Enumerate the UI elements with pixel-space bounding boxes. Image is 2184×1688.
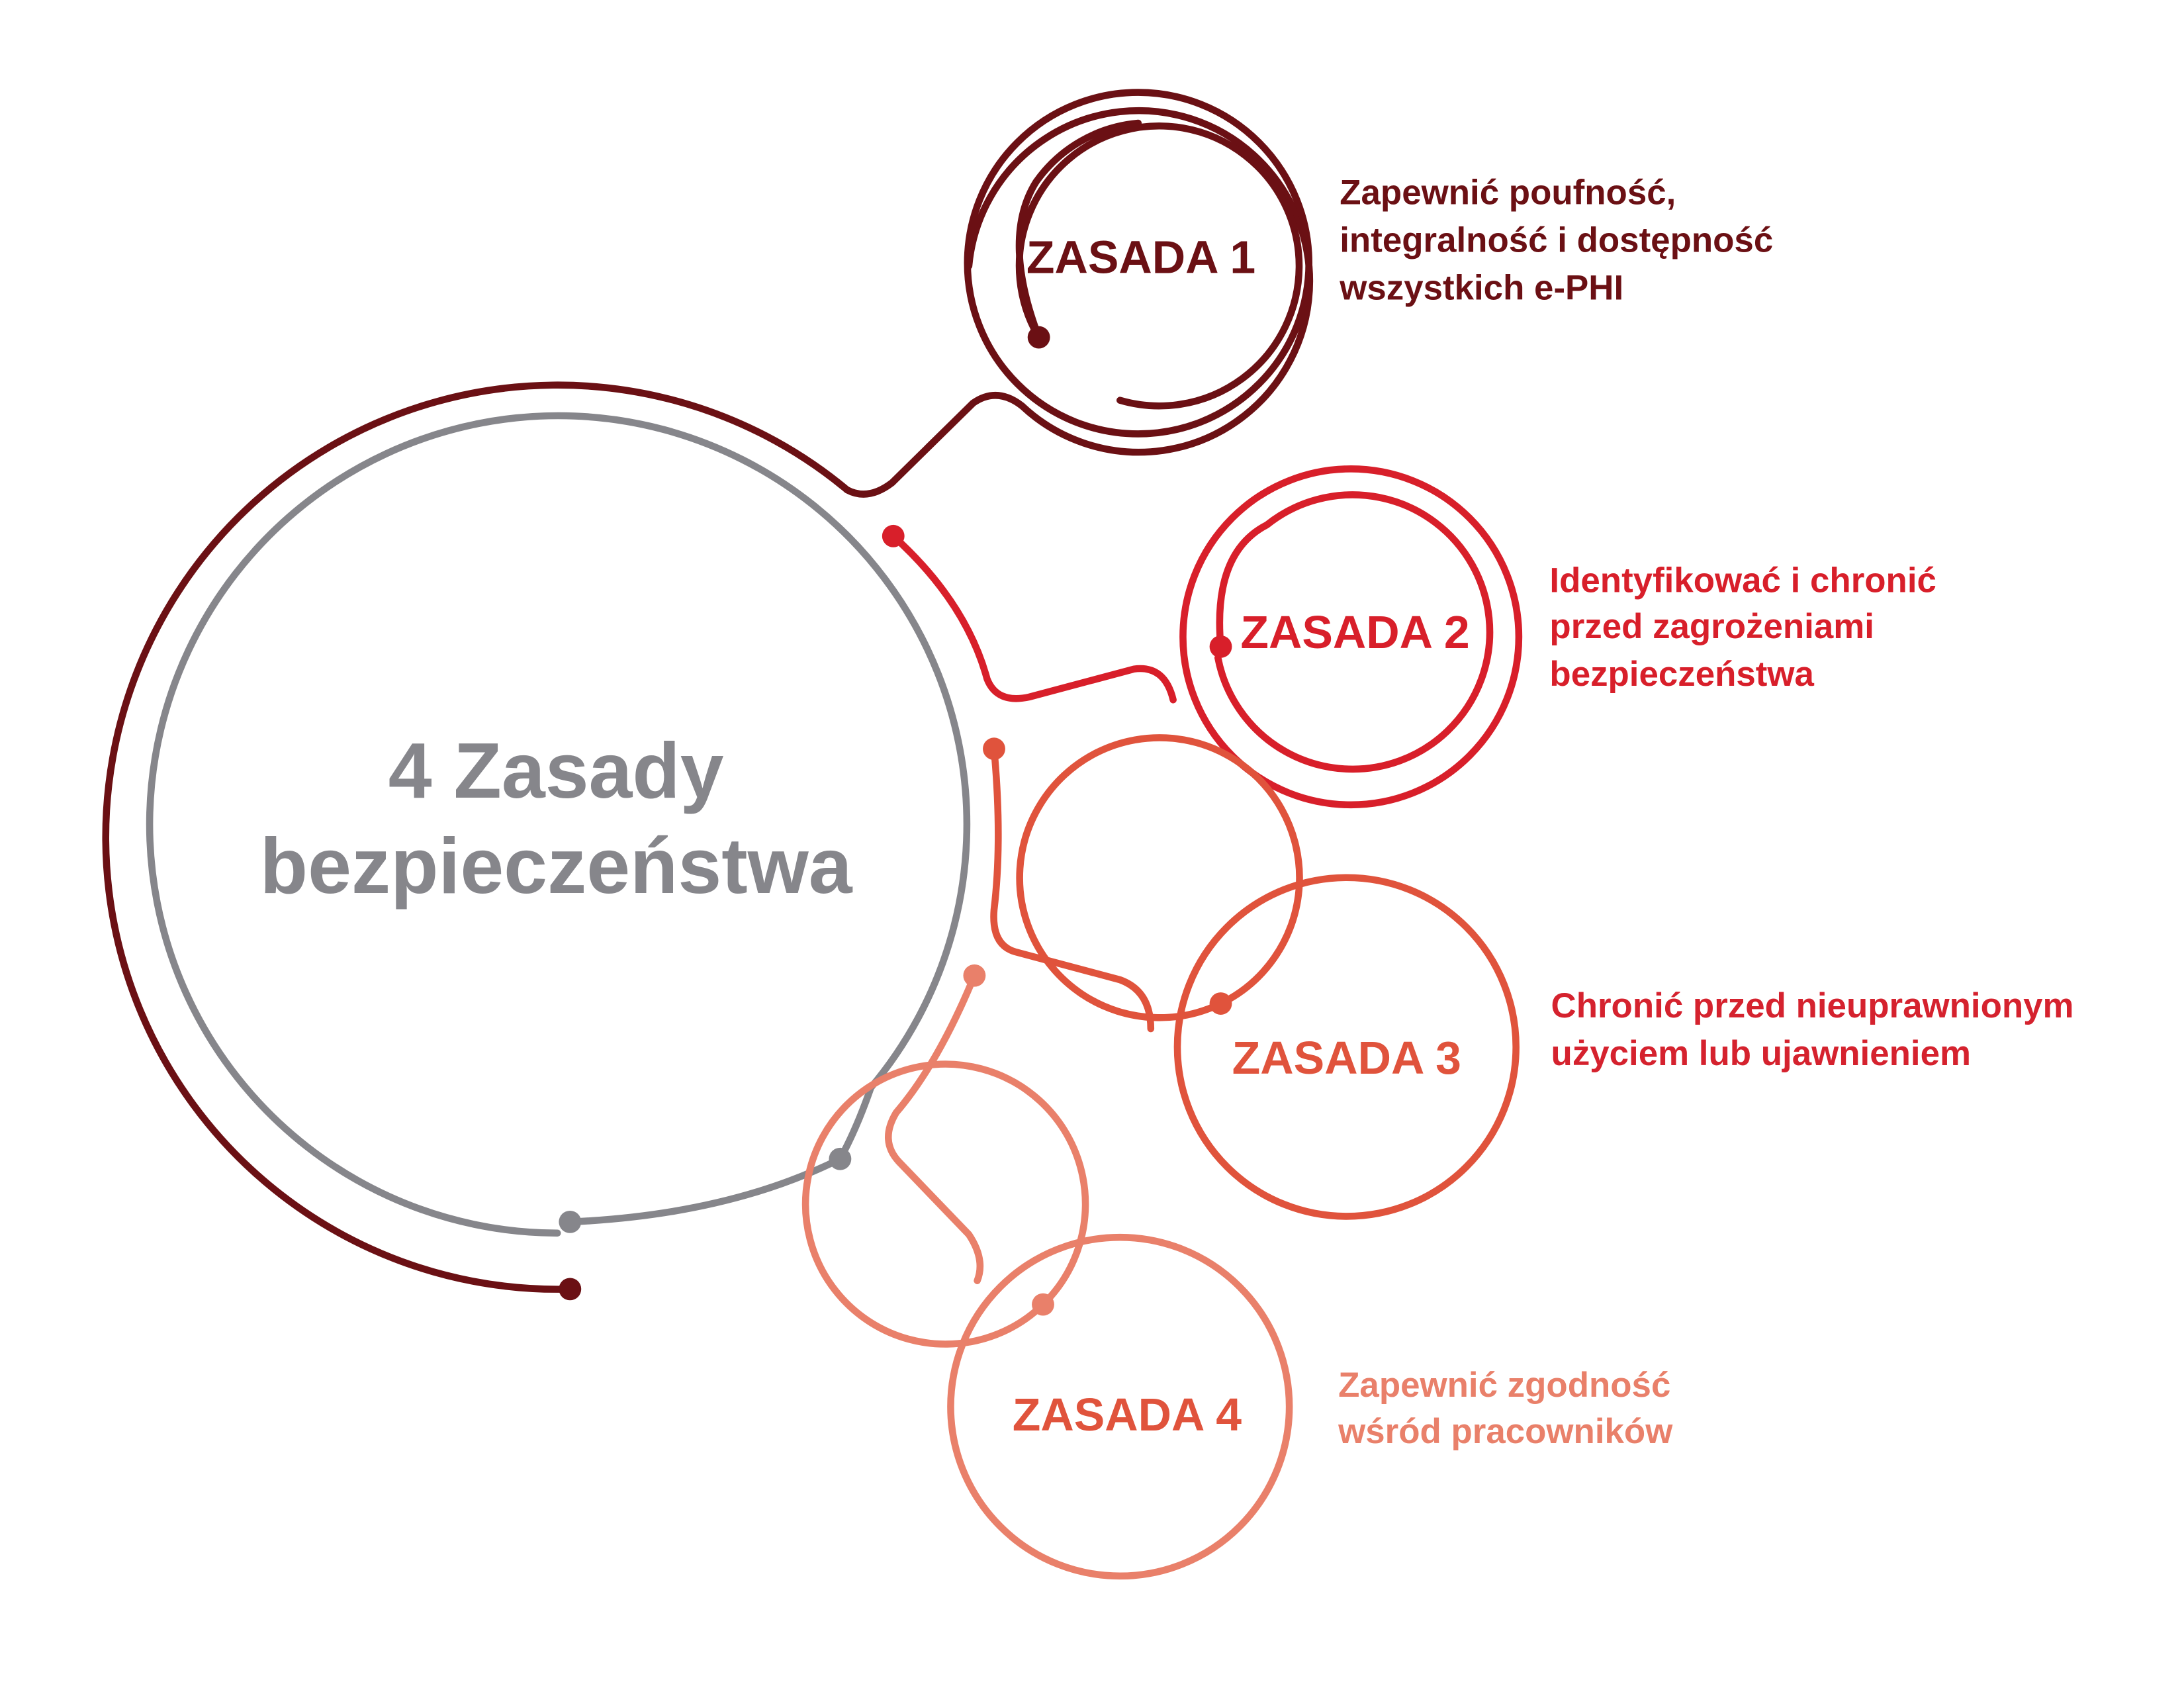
principle-2-end-dot xyxy=(1209,635,1232,658)
principle-1-description-line: integralność i dostępność xyxy=(1340,221,1773,260)
principle-1-description-line: Zapewnić poufność, xyxy=(1340,173,1676,212)
principle-3-start-dot xyxy=(983,737,1005,761)
principle-3-description-line: Chronić przed nieuprawnionym xyxy=(1551,986,2074,1025)
principle-1-label: ZASADA 1 xyxy=(1026,231,1255,283)
principle-1: ZASADA 1 Zapewnić poufność, integralność… xyxy=(102,89,1773,1301)
principle-4-end-dot xyxy=(1032,1293,1054,1316)
principle-4-label: ZASADA 4 xyxy=(1013,1389,1242,1440)
principle-1-start-dot xyxy=(559,1278,582,1301)
center-title-line-2: bezpieczeństwa xyxy=(260,823,853,910)
principle-2-label: ZASADA 2 xyxy=(1240,606,1469,658)
principle-2: ZASADA 2 Identyfikować i chronić przed z… xyxy=(882,465,1936,809)
principle-3-description-line: użyciem lub ujawnieniem xyxy=(1551,1034,1971,1073)
principle-4-description-line: wśród pracowników xyxy=(1338,1412,1673,1451)
principle-3: ZASADA 3 Chronić przed nieuprawnionym uż… xyxy=(983,734,2074,1220)
center-ring-dot xyxy=(559,1210,582,1233)
principle-4-start-dot xyxy=(963,964,986,987)
principle-2-description-line: przed zagrożeniami xyxy=(1549,607,1874,646)
principle-2-start-dot xyxy=(882,524,905,547)
principle-3-end-dot xyxy=(1209,992,1232,1015)
principle-4-description-line: Zapewnić zgodność xyxy=(1338,1366,1670,1405)
principle-2-description-line: Identyfikować i chronić xyxy=(1549,561,1936,600)
principle-1-end-dot xyxy=(1027,326,1050,349)
principle-4: ZASADA 4 Zapewnić zgodność wśród pracown… xyxy=(801,964,1673,1580)
principle-3-label: ZASADA 3 xyxy=(1232,1032,1461,1084)
center-title-line-1: 4 Zasady xyxy=(388,727,724,815)
principle-2-description-line: bezpieczeństwa xyxy=(1549,655,1814,694)
center-ring-dot xyxy=(829,1147,852,1170)
principle-1-description-line: wszystkich e-PHI xyxy=(1339,268,1623,307)
